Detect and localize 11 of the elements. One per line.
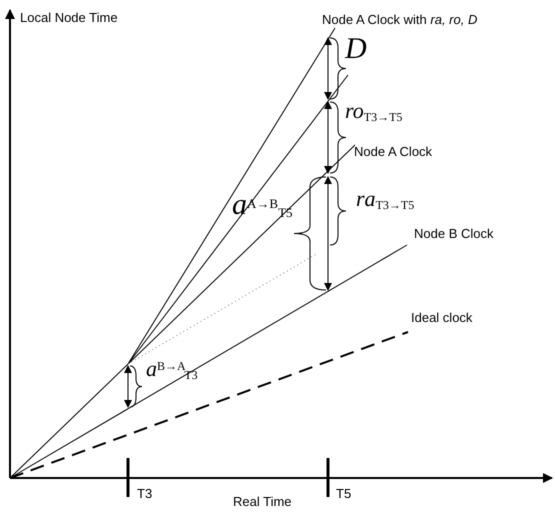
line-label: Node B Clock (414, 225, 494, 243)
axis-label: Local Node Time (20, 9, 118, 27)
math-label: ra$_{T3→T5}$ (356, 188, 414, 210)
tick-label: T3 (137, 485, 152, 503)
math-label: ro$_{T3→T5}$ (345, 100, 402, 122)
line-label: Node A Clock (354, 143, 432, 161)
math-label: D (345, 34, 367, 64)
line-label: Node A Clock with ra, ro, D (322, 11, 478, 29)
tick-label: T5 (336, 485, 352, 503)
axis-label: Real Time (233, 493, 292, 511)
line-label: Ideal clock (411, 309, 472, 327)
